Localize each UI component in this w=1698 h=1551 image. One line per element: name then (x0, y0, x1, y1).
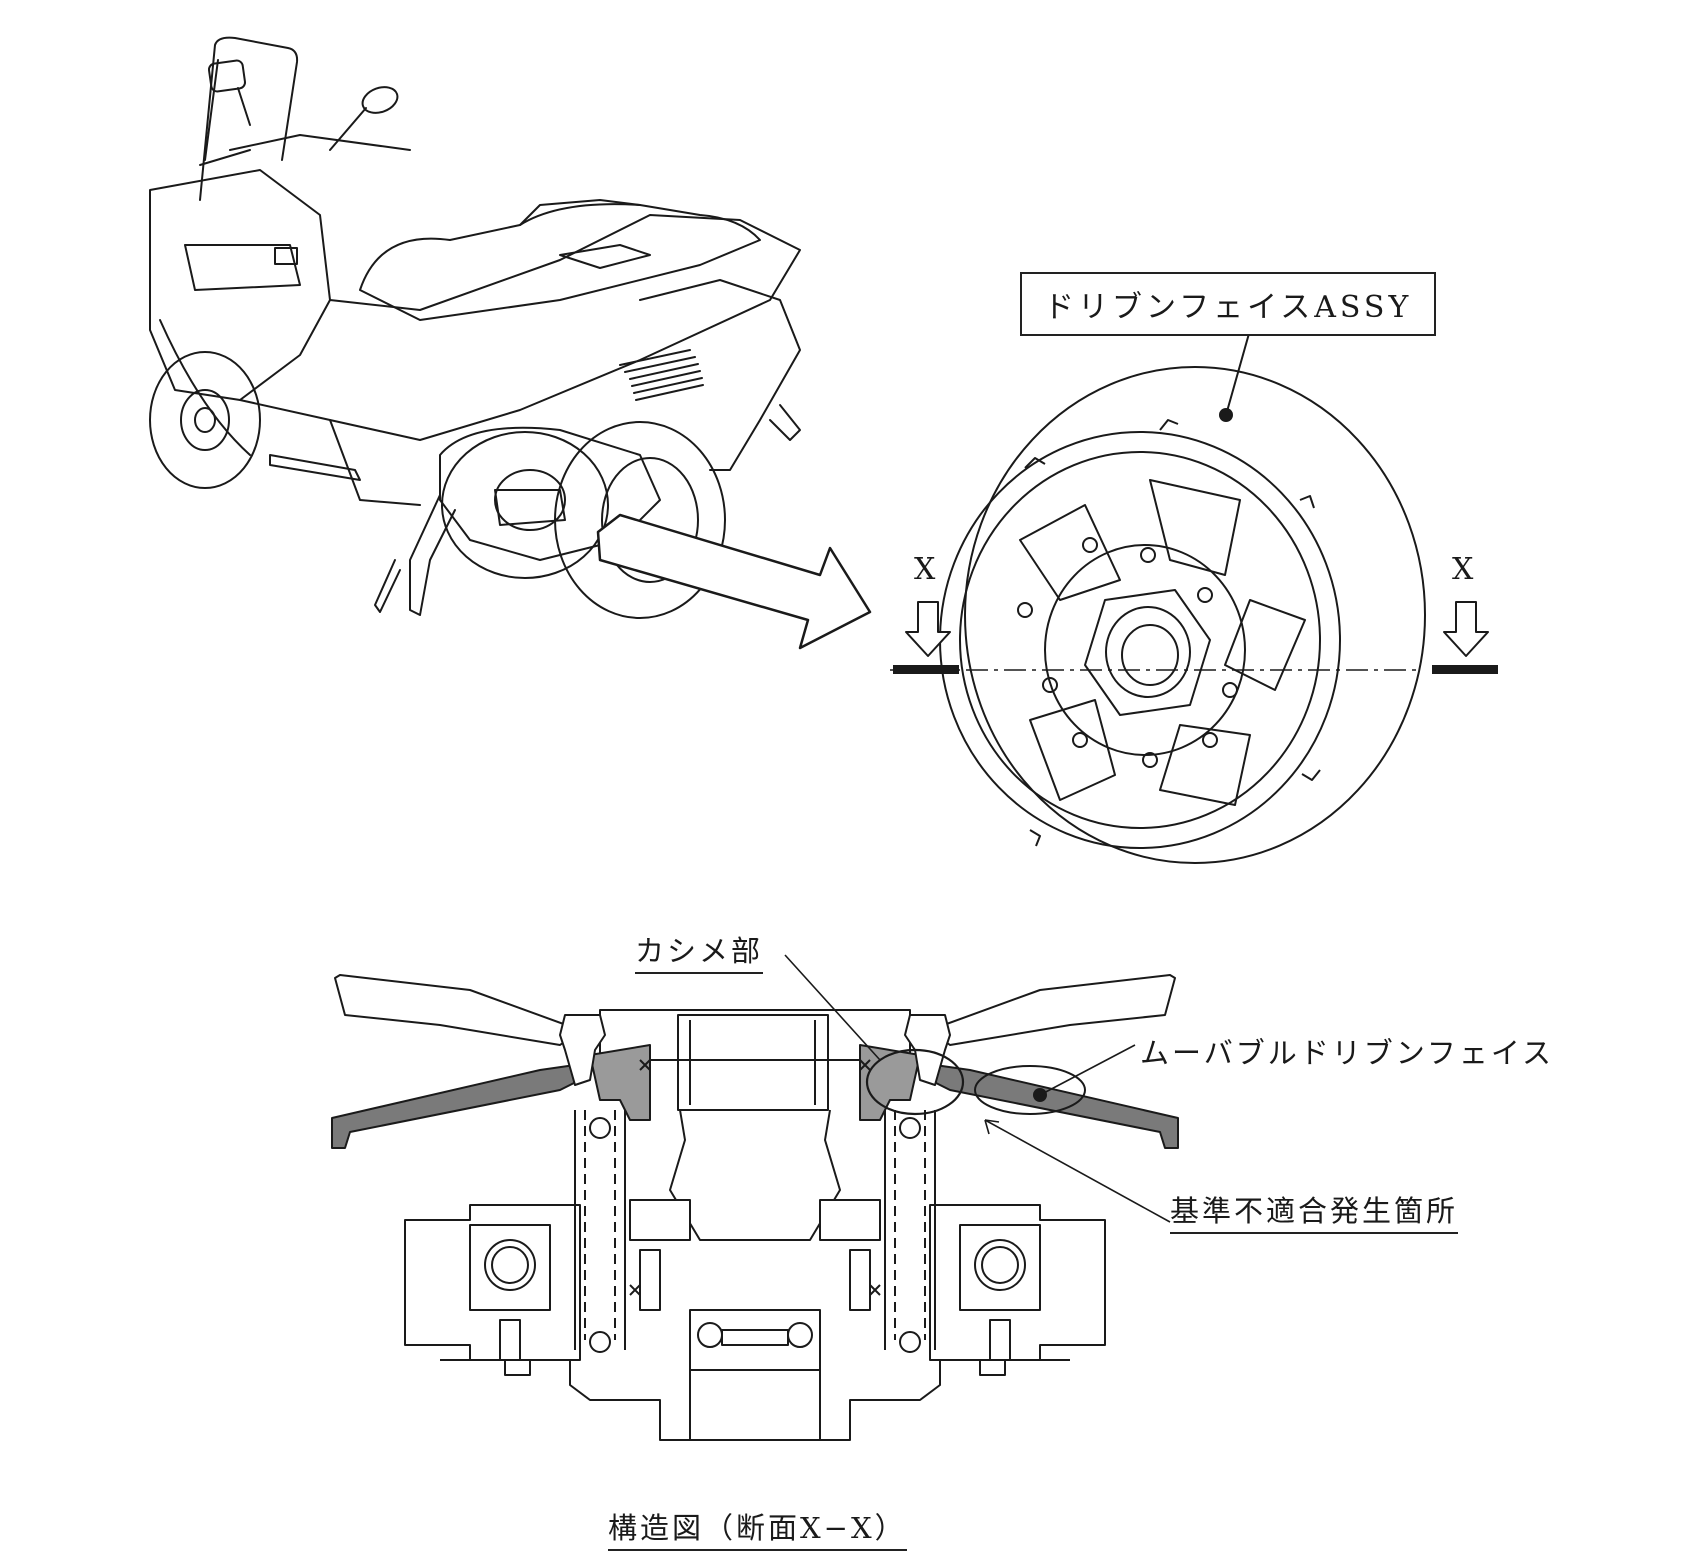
movable-driven-face-label: ムーバブルドリブンフェイス (1140, 1036, 1554, 1070)
section-marker-left: X (914, 552, 936, 587)
kashime-label: カシメ部 (635, 928, 764, 974)
section-caption: 構造図（断面X−X） (608, 1505, 907, 1551)
defect-location-label: 基準不適合発生箇所 (1170, 1188, 1459, 1234)
section-marker-right: X (1452, 552, 1474, 587)
driven-face-assy-label: ドリブンフェイスASSY (1020, 272, 1437, 336)
